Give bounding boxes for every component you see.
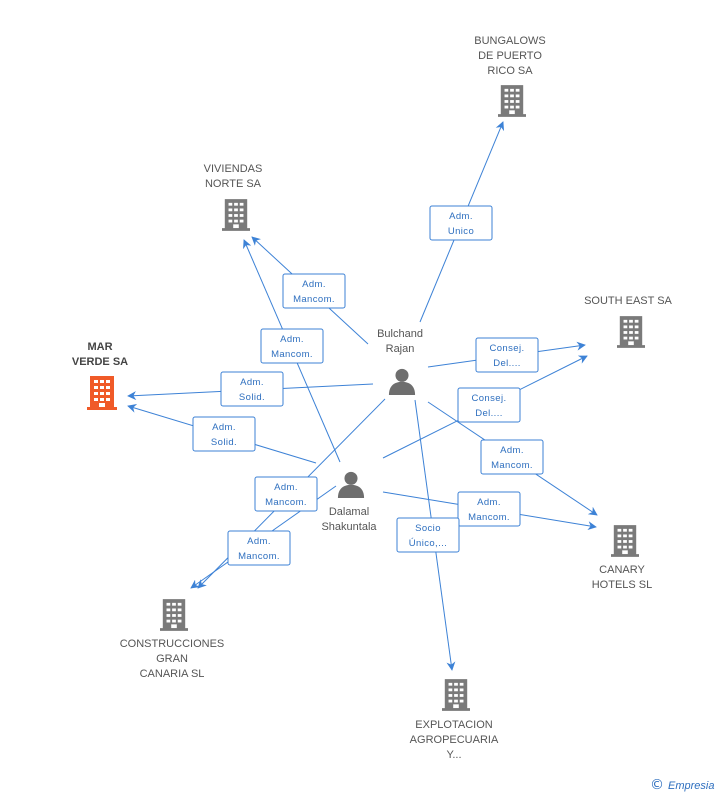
node-label: CANARY <box>599 564 645 576</box>
person-icon <box>388 368 416 395</box>
node-marverde[interactable]: MAR VERDE SA <box>72 341 128 410</box>
node-label: RICO SA <box>487 65 533 77</box>
edge-label-text: Adm. <box>477 497 501 508</box>
edge-label-text: Adm. <box>500 445 524 456</box>
node-explotacion[interactable]: EXPLOTACION AGROPECUARIA Y... <box>410 679 499 761</box>
edge-label-bulchand-construcciones[interactable]: Adm. Mancom. <box>254 476 318 512</box>
edge-label-dalamal-marverde[interactable]: Adm. Solid. <box>192 416 256 452</box>
node-label: MAR <box>87 341 112 353</box>
node-canary[interactable]: CANARY HOTELS SL <box>592 525 653 591</box>
edge-label-bulchand-canary[interactable]: Adm. Mancom. <box>480 439 544 475</box>
node-label: VERDE SA <box>72 356 128 368</box>
edge-label-text: Consej. <box>471 393 506 404</box>
edge-label-text: Del.... <box>493 358 521 369</box>
node-label: VIVIENDAS <box>204 163 263 175</box>
edge-label-text: Mancom. <box>468 512 510 523</box>
node-label: Shakuntala <box>321 521 377 533</box>
edge-label-text: Adm. <box>247 536 271 547</box>
edge-label-text: Consej. <box>489 343 524 354</box>
edge-label-text: Solid. <box>239 392 265 403</box>
building-icon <box>160 599 188 631</box>
edge-label-text: Adm. <box>240 377 264 388</box>
node-label: Rajan <box>386 343 415 355</box>
brand-logo-text[interactable]: Empresia <box>668 780 714 792</box>
node-label: DE PUERTO <box>478 50 542 62</box>
node-label: Y... <box>446 749 461 761</box>
person-icon <box>337 471 365 498</box>
edge-label-dalamal-viviendas[interactable]: Adm. Mancom. <box>260 328 324 364</box>
edge-label-bulchand-southeast[interactable]: Consej. Del.... <box>475 337 539 373</box>
edge-label-text: Del.... <box>475 408 503 419</box>
edge-label-bulchand-bungalows[interactable]: Adm. Unico <box>429 205 493 241</box>
edge-label-bulchand-viviendas[interactable]: Adm. Mancom. <box>282 273 346 309</box>
edge-label-bulchand-explotacion[interactable]: SocioÚnico,... <box>396 517 460 553</box>
node-label: AGROPECUARIA <box>410 734 499 746</box>
node-label: HOTELS SL <box>592 579 653 591</box>
edge-label-text: Mancom. <box>491 460 533 471</box>
building-icon <box>87 376 117 410</box>
edge-label-bulchand-marverde[interactable]: Adm. Solid. <box>220 371 284 407</box>
node-label: SOUTH EAST SA <box>584 295 672 307</box>
building-icon <box>611 525 639 557</box>
building-icon <box>222 199 250 231</box>
node-southeast[interactable]: SOUTH EAST SA <box>584 295 673 348</box>
node-bungalows[interactable]: BUNGALOWS DE PUERTO RICO SA <box>474 35 546 117</box>
edge-label-dalamal-canary[interactable]: Adm. Mancom. <box>457 491 521 527</box>
edge-label-text: Adm. <box>274 482 298 493</box>
edge-label-text: Único,... <box>409 538 447 549</box>
node-label: BUNGALOWS <box>474 35 546 47</box>
edge-label-dalamal-southeast[interactable]: Consej. Del.... <box>457 387 521 423</box>
building-icon <box>442 679 470 711</box>
node-label: CONSTRUCCIONES <box>120 638 225 650</box>
edge-label-text: Adm. <box>280 334 304 345</box>
building-icon <box>498 85 526 117</box>
edge-label-text: Mancom. <box>293 294 335 305</box>
edge-label-text: Mancom. <box>271 349 313 360</box>
edge-label-text: Adm. <box>212 422 236 433</box>
edge-label-text: Mancom. <box>265 497 307 508</box>
building-icon <box>617 316 645 348</box>
node-label: NORTE SA <box>205 178 262 190</box>
edge-label-text: Solid. <box>211 437 237 448</box>
edge-label-text: Unico <box>448 226 474 237</box>
node-label: CANARIA SL <box>140 668 205 680</box>
copyright-symbol: © <box>650 777 664 793</box>
node-label: Bulchand <box>377 328 423 340</box>
edge-label-text: Socio <box>415 523 441 534</box>
edge-label-text: Adm. <box>449 211 473 222</box>
node-construcciones[interactable]: CONSTRUCCIONES GRAN CANARIA SL <box>120 599 225 680</box>
edge-label-dalamal-construcciones[interactable]: Adm. Mancom. <box>227 530 291 566</box>
node-label: Dalamal <box>329 506 369 518</box>
node-label: EXPLOTACION <box>415 719 492 731</box>
node-viviendas[interactable]: VIVIENDAS NORTE SA <box>204 163 263 231</box>
edge-label-text: Adm. <box>302 279 326 290</box>
node-label: GRAN <box>156 653 188 665</box>
edge-label-text: Mancom. <box>238 551 280 562</box>
